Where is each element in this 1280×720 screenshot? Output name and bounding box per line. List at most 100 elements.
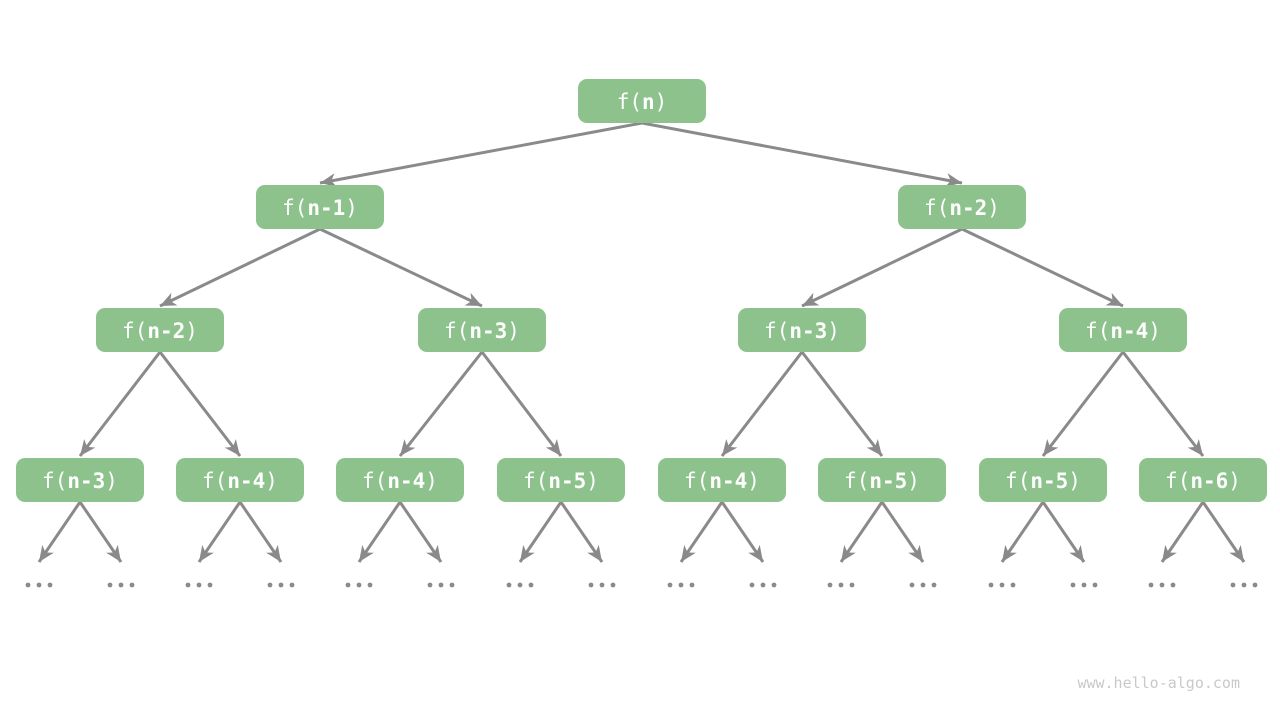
tree-edge (357, 501, 402, 563)
tree-edge (37, 501, 82, 563)
tree-node: f(n-1) (256, 185, 384, 229)
ellipsis-leaf (909, 582, 937, 588)
node-label: f(n-5) (523, 469, 599, 493)
tree-node: f(n-4) (658, 458, 786, 502)
node-box (1139, 458, 1267, 502)
leaf-dot (345, 582, 351, 588)
node-box (818, 458, 946, 502)
leaf-dot (1092, 582, 1098, 588)
ellipsis-leaf (1148, 582, 1176, 588)
leaf-dot (278, 582, 284, 588)
leaf-dot (506, 582, 512, 588)
tree-edge (800, 351, 884, 457)
tree-node: f(n-4) (1059, 308, 1187, 352)
tree-edge (1201, 501, 1246, 563)
node-box (658, 458, 786, 502)
leaf-dot (909, 582, 915, 588)
ellipsis-leaf (1230, 582, 1258, 588)
tree-edge (1041, 351, 1125, 457)
tree-edge (518, 501, 563, 563)
ellipsis-leaf (667, 582, 695, 588)
node-box (418, 308, 546, 352)
leaf-dot (47, 582, 53, 588)
node-label: f(n-3) (764, 319, 840, 343)
leaf-dot (749, 582, 755, 588)
leaf-dot (999, 582, 1005, 588)
ellipsis-leaf (588, 582, 616, 588)
ellipsis-leaf (427, 582, 455, 588)
tree-edge (1121, 351, 1205, 457)
tree-edge (641, 121, 963, 187)
node-label: f(n-2) (122, 319, 198, 343)
leaf-dot (185, 582, 191, 588)
leaf-dot (438, 582, 444, 588)
tree-edge (238, 501, 283, 563)
node-label: f(n-5) (844, 469, 920, 493)
node-box (256, 185, 384, 229)
node-box (16, 458, 144, 502)
ellipsis-leaf (25, 582, 53, 588)
node-label: f(n-3) (42, 469, 118, 493)
leaf-dot (207, 582, 213, 588)
tree-node: f(n-2) (898, 185, 1026, 229)
leaf-dot (760, 582, 766, 588)
node-label: f(n-4) (684, 469, 760, 493)
tree-node: f(n-5) (497, 458, 625, 502)
tree-edge (559, 501, 604, 563)
tree-edge (1041, 501, 1086, 563)
ellipsis-leaf (267, 582, 295, 588)
leaf-dot (129, 582, 135, 588)
leaf-dot (1170, 582, 1176, 588)
node-box (979, 458, 1107, 502)
leaf-dot (107, 582, 113, 588)
tree-edge (78, 501, 123, 563)
ellipsis-leaf (345, 582, 373, 588)
ellipsis-leaf (185, 582, 213, 588)
leaf-dot (1148, 582, 1154, 588)
node-label: f(n-6) (1165, 469, 1241, 493)
leaf-dot (827, 582, 833, 588)
leaf-dot (367, 582, 373, 588)
node-box (738, 308, 866, 352)
node-box (1059, 308, 1187, 352)
leaf-dot (1081, 582, 1087, 588)
tree-node: f(n-5) (818, 458, 946, 502)
leaf-dot (1070, 582, 1076, 588)
leaf-dot (689, 582, 695, 588)
tree-edge (880, 501, 925, 563)
tree-node: f(n-6) (1139, 458, 1267, 502)
leaf-dot (1241, 582, 1247, 588)
tree-edge (197, 501, 242, 563)
node-label: f(n-2) (924, 196, 1000, 220)
leaf-dot (528, 582, 534, 588)
tree-node: f(n-4) (336, 458, 464, 502)
tree-edge (1160, 501, 1205, 563)
leaf-dot (449, 582, 455, 588)
node-label: f(n-3) (444, 319, 520, 343)
leaf-dot (1010, 582, 1016, 588)
tree-edge (801, 227, 963, 308)
leaf-dot (196, 582, 202, 588)
ellipsis-leaf (827, 582, 855, 588)
leaf-dot (667, 582, 673, 588)
tree-node: f(n-3) (16, 458, 144, 502)
node-box (898, 185, 1026, 229)
watermark: www.hello-algo.com (1077, 674, 1240, 692)
tree-edge (480, 351, 563, 457)
tree-node: f(n-5) (979, 458, 1107, 502)
leaf-dot (1230, 582, 1236, 588)
leaf-dot (118, 582, 124, 588)
node-label: f(n-4) (362, 469, 438, 493)
tree-node: f(n-3) (418, 308, 546, 352)
tree-edge (398, 501, 443, 563)
tree-edge (1000, 501, 1045, 563)
leaf-dot (1159, 582, 1165, 588)
node-label: f(n-5) (1005, 469, 1081, 493)
leaf-dot (25, 582, 31, 588)
leaf-dot (36, 582, 42, 588)
node-box (497, 458, 625, 502)
node-label: f(n-1) (282, 196, 358, 220)
node-label: f(n-4) (1085, 319, 1161, 343)
tree-edge (398, 351, 484, 457)
